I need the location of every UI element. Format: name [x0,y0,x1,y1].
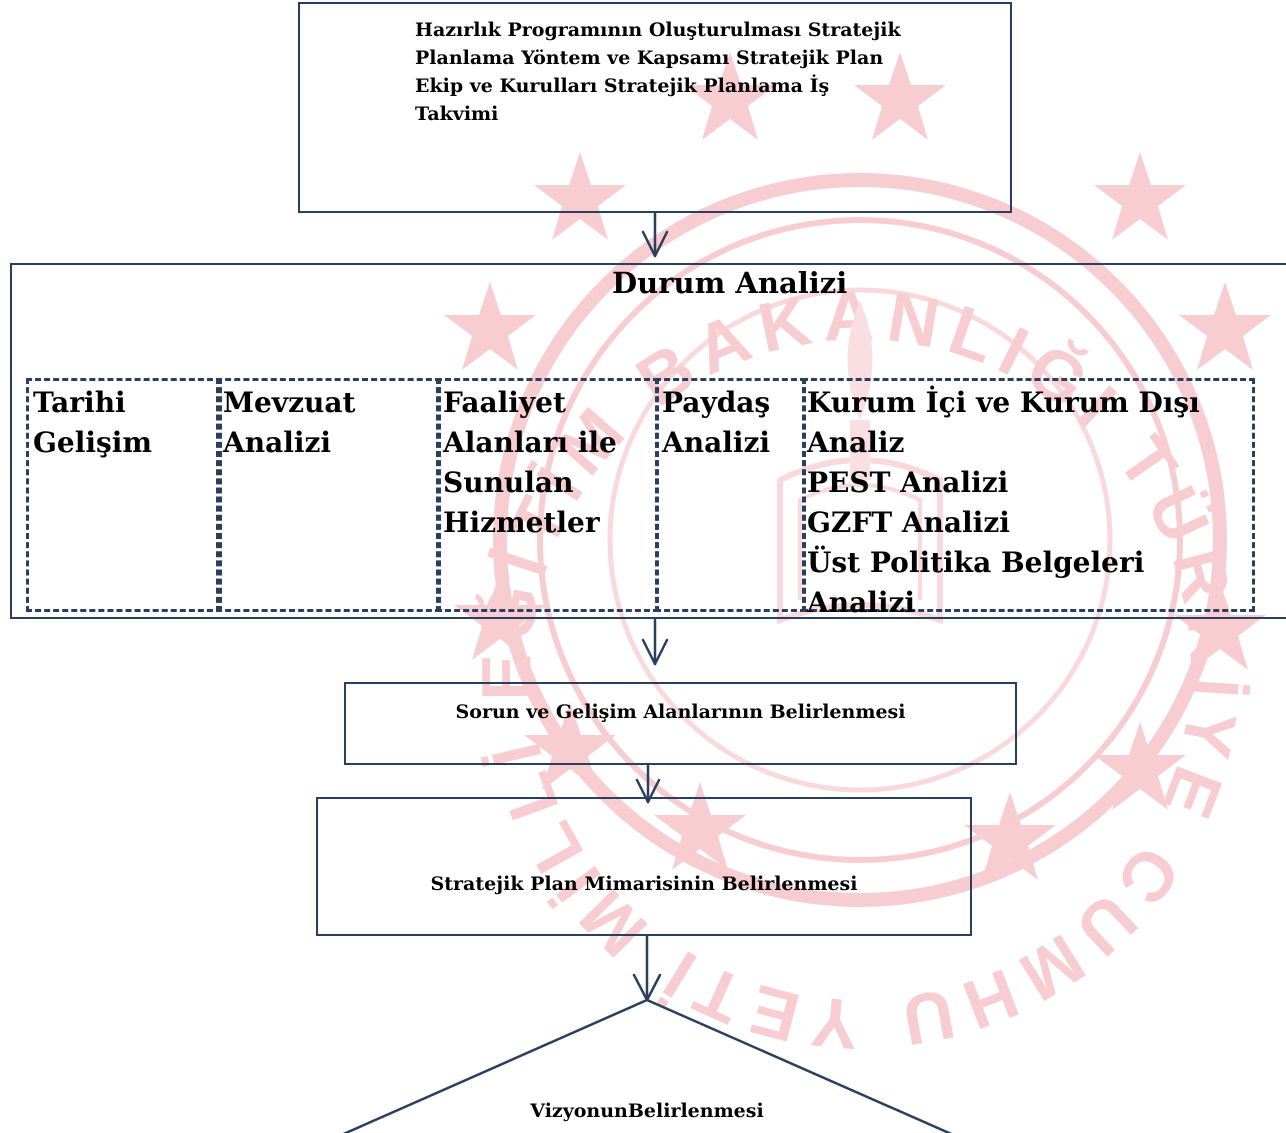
column-line: Paydaş [662,386,771,419]
column-line: Kurum İçi ve Kurum Dışı [807,386,1200,419]
preparation-step-text: Hazırlık Programının Oluşturulması Strat… [415,16,935,128]
preparation-line: Takvimi [415,103,499,125]
column-line: Analiz [807,426,905,459]
column-line: Analizi [223,426,332,459]
vision-label: VizyonunBelirlenmesi [530,1100,764,1122]
situation-analysis-box [10,263,1286,619]
analysis-column-historical: Tarihi Gelişim [26,378,222,612]
arrow-prep-to-durum [641,211,669,258]
preparation-line: Planlama Yöntem ve Kapsamı Stratejik Pla… [415,47,884,69]
situation-analysis-title: Durum Analizi [612,266,848,300]
analysis-column-activities: Faaliyet Alanları ile Sunulan Hizmetler [436,378,659,612]
arrow-durum-to-sorun [641,618,669,666]
preparation-step-box: Hazırlık Programının Oluşturulması Strat… [298,2,1012,213]
column-line: Faaliyet [443,386,566,419]
column-line: Gelişim [33,426,153,459]
column-line: GZFT Analizi [807,506,1010,539]
preparation-line: Hazırlık Programının Oluşturulması Strat… [415,19,901,41]
column-line: Sunulan [443,466,574,499]
column-line: Analizi [662,426,771,459]
problem-areas-box: Sorun ve Gelişim Alanlarının Belirlenmes… [344,682,1017,765]
column-line: Mevzuat [223,386,356,419]
preparation-line: Ekip ve Kurulları Stratejik Planlama İş [415,75,830,97]
column-line: Tarihi [33,386,126,419]
analysis-column-internal-external: Kurum İçi ve Kurum Dışı Analiz PEST Anal… [802,378,1255,619]
column-line: PEST Analizi [807,466,1009,499]
column-line: Hizmetler [443,506,600,539]
architecture-label: Stratejik Plan Mimarisinin Belirlenmesi [430,873,858,895]
analysis-column-stakeholders: Paydaş Analizi [655,378,806,612]
column-line: Alanları ile [443,426,617,459]
problem-areas-label: Sorun ve Gelişim Alanlarının Belirlenmes… [455,701,906,723]
arrow-strat-to-vizyon [632,934,662,1002]
analysis-column-legislation: Mevzuat Analizi [216,378,441,612]
column-line: Üst Politika Belgeleri Analizi [807,546,1145,619]
architecture-box: Stratejik Plan Mimarisinin Belirlenmesi [316,797,972,936]
